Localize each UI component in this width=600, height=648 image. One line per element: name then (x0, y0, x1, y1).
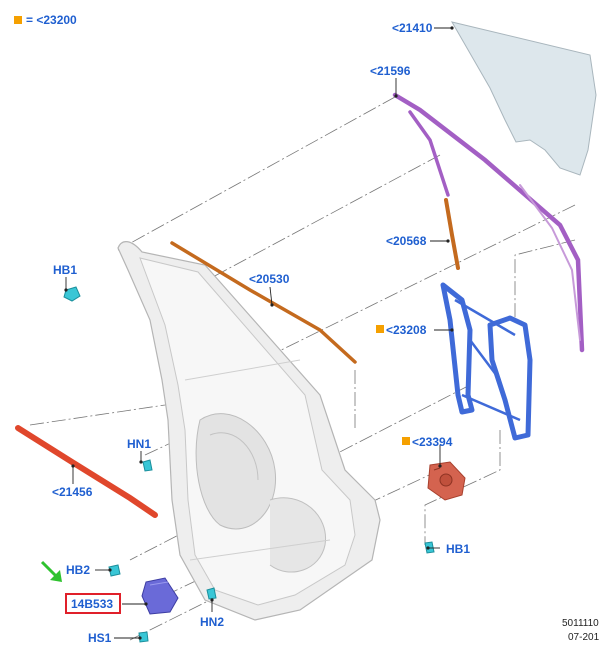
label-hb2: HB2 (66, 563, 90, 577)
window-regulator (440, 282, 533, 441)
door-glass (450, 21, 597, 176)
clip-hb2 (108, 564, 121, 577)
belt-weatherstrip (170, 241, 357, 364)
label-20568: <20568 (386, 234, 427, 248)
clip-hn1 (142, 459, 153, 472)
glass-run-channel (392, 92, 585, 353)
label-23394: <23394 (412, 435, 453, 449)
label-hb1-right: HB1 (446, 542, 470, 556)
legend-marker (14, 16, 22, 24)
legend-text: = <23200 (26, 13, 77, 27)
label-14b533: 14B533 (71, 597, 113, 611)
label-20530: <20530 (249, 272, 290, 286)
clip-hn2 (206, 587, 217, 600)
label-hb1-top: HB1 (53, 263, 77, 277)
run-channel-lower (444, 198, 460, 270)
label-hn2: HN2 (200, 615, 224, 629)
label-23208: <23208 (386, 323, 427, 337)
label-21410: <21410 (392, 21, 433, 35)
lower-door-strip (15, 425, 158, 518)
label-21456: <21456 (52, 485, 93, 499)
highlight-box (65, 593, 121, 614)
clip-hb1-top (63, 286, 81, 302)
footer-code: 5011110 (562, 618, 599, 629)
fastener-clips (63, 286, 435, 643)
label-21596: <21596 (370, 64, 411, 78)
window-motor (427, 461, 466, 501)
marker-23394 (402, 437, 410, 445)
leader-lines (64, 26, 454, 640)
door-panel (117, 241, 381, 621)
label-hn1: HN1 (127, 437, 151, 451)
marker-23208 (376, 325, 384, 333)
label-hs1: HS1 (88, 631, 112, 645)
door-module (141, 577, 179, 615)
footer-date: 07-201 (568, 632, 600, 643)
callout-arrow (40, 560, 62, 582)
